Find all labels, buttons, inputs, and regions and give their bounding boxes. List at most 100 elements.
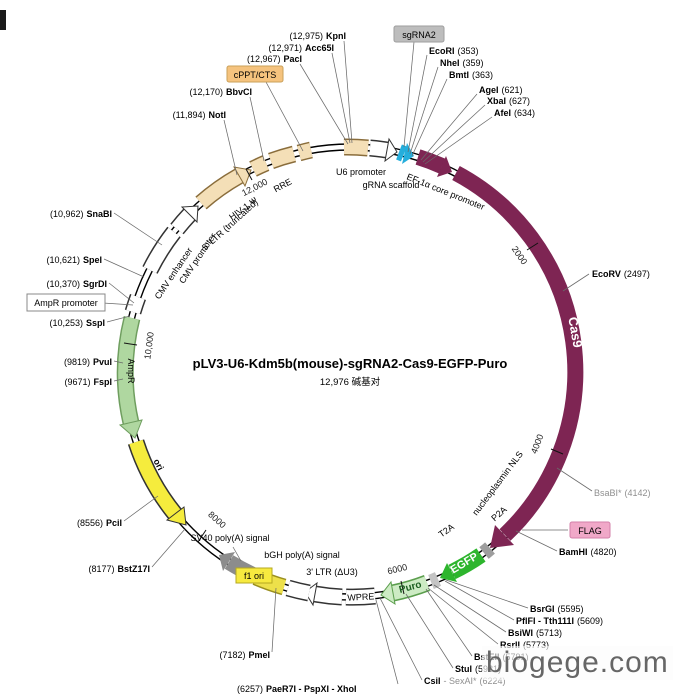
ampr-arrow	[118, 316, 139, 425]
site-agei-leader	[420, 93, 478, 161]
site-bsabi-label: BsaBI*(4142)	[594, 488, 651, 498]
site-bmti-label: BmtI(363)	[449, 70, 493, 80]
site-acc65i-leader	[331, 52, 351, 144]
t2a-arc	[428, 572, 442, 589]
rre-label: RRE	[272, 176, 293, 194]
site-bsteii-leader	[425, 588, 473, 657]
p2a-label: P2A	[489, 504, 508, 523]
cppt-cts-label-box	[226, 65, 284, 83]
site-paer7i-pspxi-xhoi-label: (6257)PaeR7I - PspXI - XhoI	[237, 684, 357, 694]
puro-arrowhead	[380, 580, 396, 606]
corner-artifact-mark	[0, 10, 6, 30]
site-fspi-label: (9671)FspI	[64, 377, 112, 387]
grna-scaffold-arrow	[369, 141, 389, 157]
p2a-arc	[479, 542, 495, 559]
tick-2000	[526, 242, 539, 251]
site-ecorv-label: EcoRV(2497)	[592, 269, 650, 279]
site-sspi-leader	[106, 315, 131, 323]
site-labels: (12,975)KpnI (12,971)Acc65I (12,967)PacI…	[46, 31, 650, 694]
sv40-arrowhead	[219, 552, 235, 571]
ltr3-arrow	[313, 587, 343, 604]
scale-label-4000: 4000	[529, 433, 546, 455]
site-ecorv-leader	[562, 273, 590, 292]
cmv-enhancer-arrow	[143, 227, 180, 274]
wpre-label: WPRE	[347, 591, 374, 602]
sgrna2-label: sgRNA2	[402, 30, 436, 40]
u6-promoter-label: U6 promoter	[336, 167, 386, 177]
sgrna2-label-leader	[403, 41, 415, 148]
site-bbvci-label: (12,170)BbvCI	[189, 87, 252, 97]
site-spei-leader	[103, 258, 145, 278]
tick-4000	[550, 448, 564, 455]
site-pflfi-tth111i-label: PflFI - Tth111I(5609)	[516, 616, 603, 626]
site-bsabi-leader	[556, 467, 593, 492]
site-agei-label: AgeI(621)	[479, 85, 523, 95]
cppt-cts-box	[297, 143, 313, 160]
site-fspi-leader	[113, 378, 124, 382]
egfp-arrow	[448, 548, 486, 580]
u6-promoter-box	[343, 139, 369, 155]
t2a-label: T2A	[437, 522, 456, 540]
site-sspi-label: (10,253)SspI	[49, 318, 105, 328]
site-xbai-label: XbaI(627)	[487, 96, 530, 106]
site-snabi-leader	[113, 212, 163, 246]
ori-arrow	[129, 439, 181, 519]
tick-8000	[197, 529, 207, 543]
grna-scaffold-arrowhead	[384, 137, 398, 163]
ampr-promoter-box	[126, 294, 145, 315]
cas9-label: Cas9	[565, 316, 585, 349]
site-noti-leader	[223, 119, 238, 176]
site-noti-label: (11,894)NotI	[173, 110, 226, 120]
cas9-arc	[452, 165, 584, 541]
ltr3-arrowhead	[304, 581, 318, 607]
site-xbai-leader	[422, 104, 486, 163]
site-paci-leader	[299, 63, 349, 145]
site-pcii-leader	[123, 495, 159, 522]
scale-label-6000: 6000	[386, 562, 408, 576]
site-csii-sexai-label: CsiI- SexAI*(6224)	[424, 676, 506, 686]
watermark: biogege.com	[482, 646, 673, 680]
site-kpni-leader	[343, 40, 353, 144]
site-bsrgi-leader	[445, 579, 529, 609]
site-sgrdi-leader	[108, 282, 135, 304]
cas9-arrowhead	[490, 525, 514, 548]
bgh-polya-label: bGH poly(A) signal	[264, 550, 340, 560]
ampr-label: AmpR	[126, 358, 136, 384]
ltr3-label: 3' LTR (ΔU3)	[306, 567, 358, 577]
cppt-cts-label-leader	[265, 81, 304, 152]
site-kpni-label: (12,975)KpnI	[289, 31, 346, 41]
site-bsiwi-leader	[433, 584, 507, 633]
site-pmei-label: (7182)PmeI	[219, 650, 270, 660]
title-block: pLV3-U6-Kdm5b(mouse)-sgRNA2-Cas9-EGFP-Pu…	[193, 356, 508, 388]
ampr-arrowhead	[118, 419, 143, 439]
leader-lines	[102, 40, 593, 685]
ori-label: ori	[152, 457, 166, 472]
ori-arrowhead	[165, 506, 187, 526]
site-bstz17i-leader	[151, 528, 186, 568]
site-pcii-label: (8556)PciI	[77, 518, 122, 528]
plasmid-size: 12,976 碱基对	[320, 376, 381, 388]
flag-label-box	[569, 521, 611, 539]
ef1a-promoter-arrowhead	[437, 156, 452, 177]
site-bamhi-leader	[515, 530, 558, 552]
wpre-box	[345, 589, 376, 605]
site-rsrii-leader	[427, 587, 499, 645]
site-sgrdi-label: (10,370)SgrDI	[46, 279, 107, 289]
sgrna2-arrowhead	[402, 143, 414, 164]
ampr-promoter-label-leader	[102, 302, 134, 306]
scale-label-10000: 10,000	[142, 331, 156, 360]
plasmid-title: pLV3-U6-Kdm5b(mouse)-sgRNA2-Cas9-EGFP-Pu…	[193, 356, 508, 371]
sgrna2-arrow	[396, 144, 408, 162]
egfp-arrowhead	[440, 563, 457, 582]
site-bstz17i-label: (8177)BstZ17I	[88, 564, 150, 574]
site-bsiwi-label: BsiWI(5713)	[508, 628, 562, 638]
sv40-label-leader	[232, 546, 242, 562]
ampr-promoter-label-box	[26, 293, 106, 312]
site-spei-label: (10,621)SpeI	[46, 255, 102, 265]
rre-box	[268, 147, 296, 168]
site-csii-sexai-leader	[379, 597, 423, 681]
cmv-promoter-arrowhead	[180, 205, 199, 224]
tick-6000	[400, 580, 405, 595]
f1-ori-label: f1 ori	[244, 571, 264, 581]
